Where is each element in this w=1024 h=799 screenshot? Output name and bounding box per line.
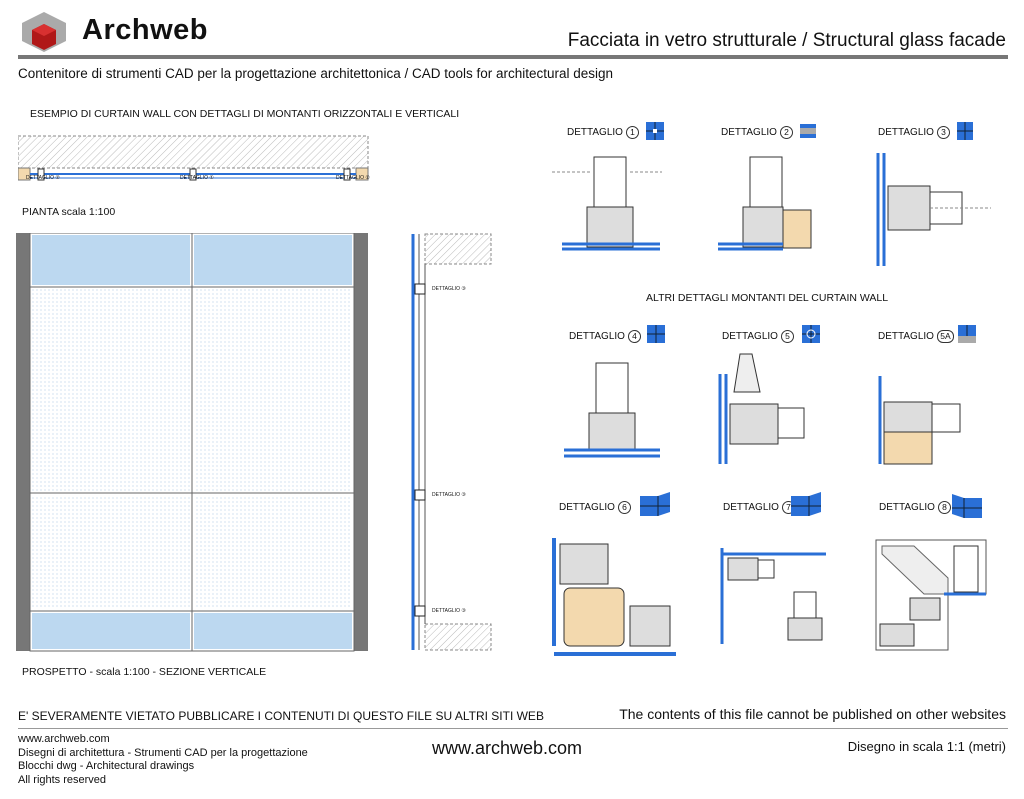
detail-7-drawing (720, 548, 826, 644)
footer-line-site[interactable]: www.archweb.com (18, 733, 110, 745)
detail-1-drawing (552, 156, 662, 251)
plan-tag-right: DETTAGLIO ② (336, 175, 370, 181)
archweb-logo-icon (22, 12, 66, 52)
detail-8-key-icon (952, 494, 982, 518)
detail-5-drawing (718, 353, 805, 464)
detail-3-key-icon (957, 122, 973, 140)
plan-label: PIANTA scala 1:100 (22, 206, 116, 218)
detail-5a-drawing (878, 376, 961, 465)
detail-7-key-icon (791, 492, 821, 516)
detail-1-key-icon (646, 122, 664, 140)
example-title: ESEMPIO DI CURTAIN WALL CON DETTAGLI DI … (30, 108, 460, 120)
detail-2-drawing (718, 156, 812, 251)
section-tag-middle: DETTAGLIO ③ (432, 492, 466, 498)
brand-name: Archweb (82, 14, 208, 46)
more-details-title: ALTRI DETTAGLI MONTANTI DEL CURTAIN WALL (646, 292, 889, 304)
warning-italian: E' SEVERAMENTE VIETATO PUBBLICARE I CONT… (18, 709, 544, 723)
plan-tag-left: DETTAGLIO ② (26, 175, 60, 181)
detail-6-key-icon (640, 492, 670, 516)
detail-5a-key-icon (958, 325, 976, 343)
detail-2-key-icon (800, 124, 816, 138)
detail-3-drawing (876, 153, 991, 266)
page-subtitle: Contenitore di strumenti CAD per la prog… (18, 66, 614, 81)
vertical-section-drawing (411, 233, 492, 651)
detail-6-drawing (552, 538, 676, 656)
detail-4-drawing (564, 362, 660, 458)
elevation-label: PROSPETTO - scala 1:100 - SEZIONE VERTIC… (22, 666, 267, 678)
warning-english: The contents of this file cannot be publ… (619, 706, 1006, 722)
detail-5-key-icon (802, 325, 820, 343)
footer-info: www.archweb.com Disegni di architettura … (18, 733, 308, 787)
page-title: Facciata in vetro strutturale / Structur… (567, 30, 1006, 51)
section-tag-top: DETTAGLIO ③ (432, 286, 466, 292)
footer-url-link[interactable]: www.archweb.com (432, 738, 583, 758)
footer-divider (18, 728, 1008, 729)
footer-line-rights: All rights reserved (18, 773, 107, 786)
footer-line-description: Disegni di architettura - Strumenti CAD … (18, 746, 308, 759)
detail-4-key-icon (647, 325, 665, 343)
elevation-drawing (16, 233, 368, 652)
header-divider (18, 55, 1008, 59)
drawing-scale: Disegno in scala 1:1 (metri) (847, 739, 1006, 754)
footer-line-blocks: Blocchi dwg - Architectural drawings (18, 760, 195, 772)
detail-8-drawing (875, 539, 987, 651)
plan-tag-center: DETTAGLIO ① (180, 175, 214, 181)
plan-drawing (18, 135, 369, 181)
section-tag-bottom: DETTAGLIO ③ (432, 608, 466, 614)
